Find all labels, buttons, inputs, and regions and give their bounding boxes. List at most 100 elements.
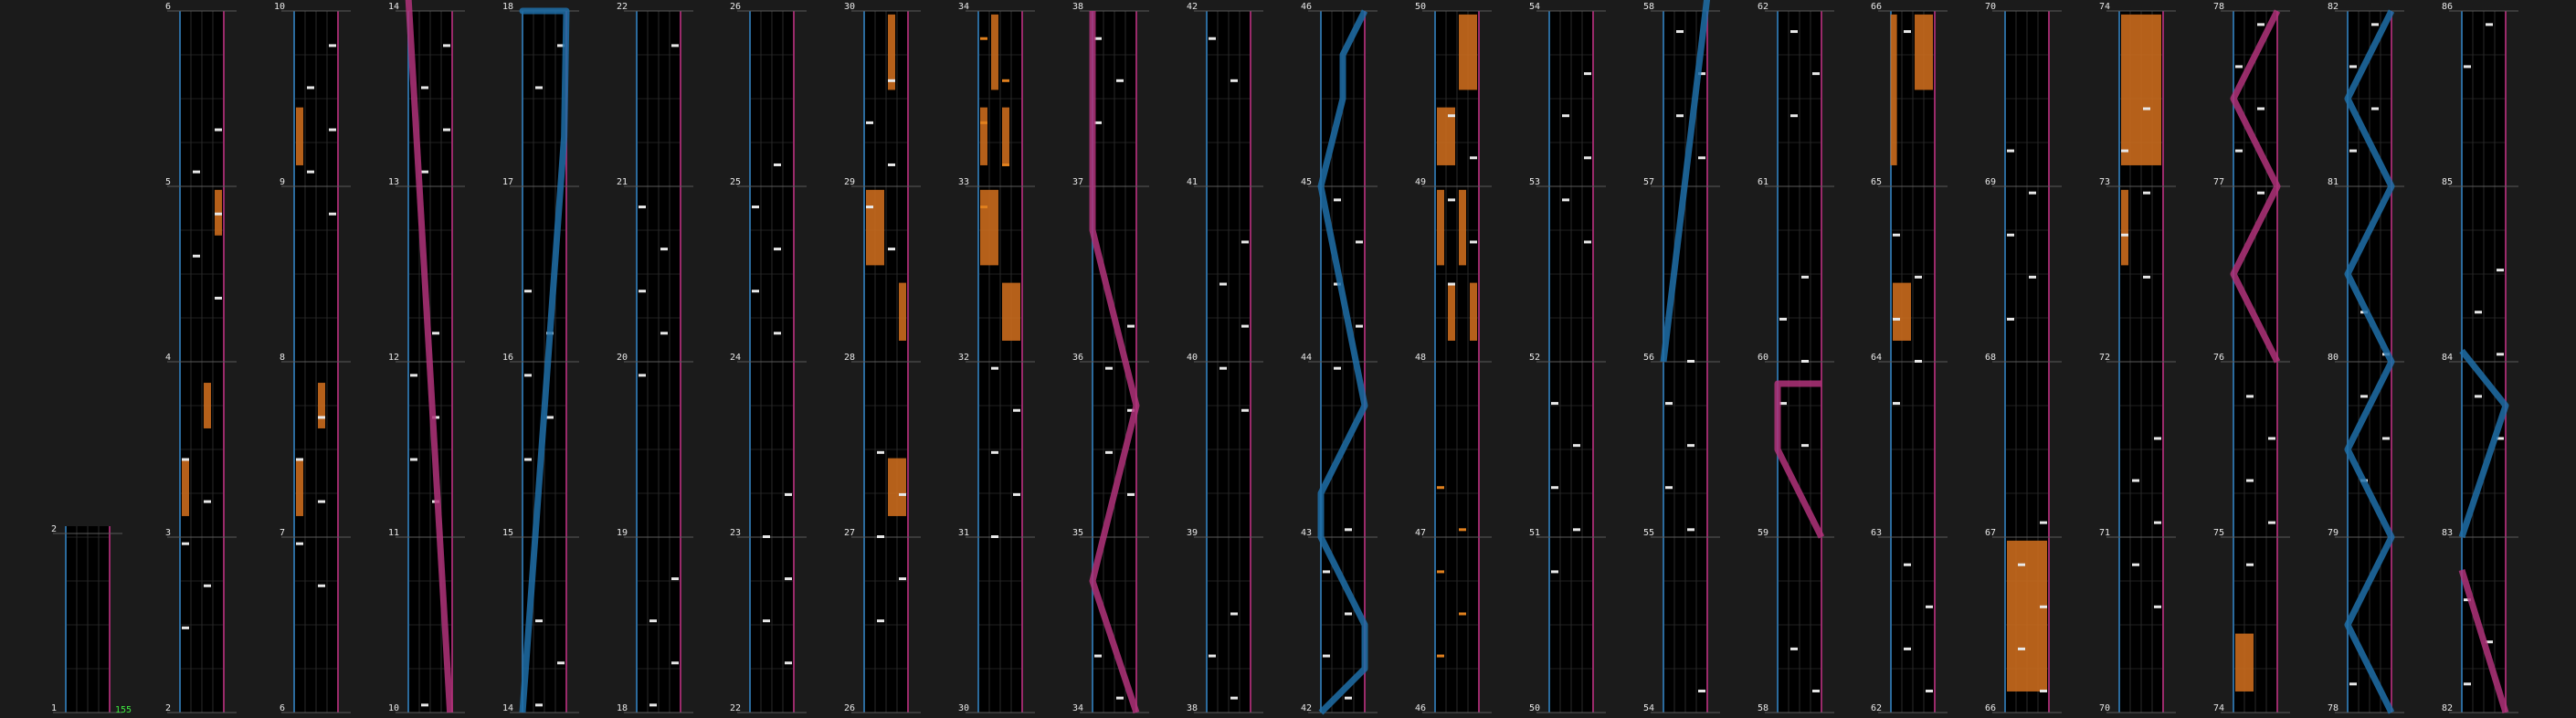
chip-note (1127, 492, 1135, 496)
chip-note (2349, 149, 2357, 153)
chip-note (1345, 696, 1352, 700)
chip-note (899, 577, 906, 581)
chip-note (2257, 191, 2265, 195)
chip-note (877, 535, 884, 538)
chip-note (888, 248, 895, 251)
hold-note (980, 189, 998, 266)
measure-number: 50 (1529, 703, 1540, 713)
chip-note (1116, 696, 1124, 700)
chip-note (2235, 149, 2243, 153)
chip-note (1904, 30, 1911, 34)
chip-note (1779, 317, 1787, 321)
chip-note (1230, 696, 1238, 700)
chip-note (1448, 198, 1455, 202)
hold-note (296, 107, 303, 165)
chip-note (1356, 240, 1363, 244)
chip-note (421, 86, 428, 90)
chip-note (329, 44, 336, 48)
laser-knob (2458, 568, 2509, 714)
measure-number: 62 (1871, 703, 1882, 713)
chip-note (2040, 521, 2047, 524)
chip-note (2143, 275, 2150, 279)
measure-number: 75 (2213, 528, 2224, 538)
measure-number: 24 (730, 353, 741, 363)
chip-note (980, 37, 987, 40)
chip-note (557, 44, 565, 48)
chip-note (1904, 563, 1911, 566)
chip-note (318, 500, 325, 503)
measure-number: 48 (1415, 353, 1426, 363)
hold-note (1470, 282, 1477, 341)
chip-note (1926, 689, 1933, 692)
measure-number: 49 (1415, 177, 1426, 187)
hold-note (888, 458, 906, 516)
measure-number: 20 (617, 353, 628, 363)
hold-note (1437, 189, 1444, 266)
measure-number: 58 (1643, 2, 1654, 12)
measure-number: 74 (2099, 2, 2110, 12)
chip-note (899, 492, 906, 496)
chip-note (1915, 360, 1922, 363)
measure-number: 76 (2213, 353, 2224, 363)
chip-note (193, 170, 200, 174)
chip-note (1459, 612, 1466, 616)
measure-number: 37 (1072, 177, 1083, 187)
chip-note (2007, 149, 2014, 153)
hold-note (1890, 14, 1897, 165)
chip-note (524, 290, 532, 293)
measure-number: 2 (165, 703, 171, 713)
measure-number: 28 (844, 353, 855, 363)
chip-note (318, 584, 325, 587)
hold-note (1002, 282, 1020, 341)
measure-number: 67 (1985, 528, 1996, 538)
chip-note (1345, 528, 1352, 532)
chip-note (2121, 233, 2128, 237)
chip-note (1356, 324, 1363, 328)
chip-note (307, 86, 314, 90)
chip-note (1779, 402, 1787, 406)
measure-number: 22 (617, 2, 628, 12)
chip-note (1323, 654, 1330, 658)
measure-number: 18 (502, 2, 513, 12)
chip-note (866, 121, 873, 124)
chip-note (421, 703, 428, 707)
chip-note (2018, 563, 2025, 566)
chip-note (2349, 682, 2357, 686)
chip-note (1437, 486, 1444, 490)
chip-note (1584, 72, 1591, 76)
chip-note (1013, 408, 1020, 412)
chip-note (1687, 444, 1694, 448)
chip-note (1665, 486, 1673, 490)
chip-note (1893, 233, 1900, 237)
chip-note (2486, 640, 2493, 644)
chip-note (421, 170, 428, 174)
chip-note (888, 79, 895, 82)
chip-note (2464, 682, 2471, 686)
measure-number: 41 (1187, 177, 1198, 187)
chip-note (1241, 324, 1249, 328)
measure-number: 53 (1529, 177, 1540, 187)
chip-note (215, 212, 222, 216)
chip-note (1105, 366, 1113, 370)
chip-note (877, 619, 884, 623)
measure-number: 70 (1985, 2, 1996, 12)
measure-number: 57 (1643, 177, 1654, 187)
chip-note (2246, 395, 2254, 398)
measure-number: 10 (388, 703, 399, 713)
measure-number: 39 (1187, 528, 1198, 538)
chip-note (1323, 570, 1330, 574)
chip-note (2268, 521, 2275, 524)
chip-note (671, 577, 679, 581)
chip-note (785, 661, 792, 665)
chip-note (1334, 366, 1341, 370)
chip-note (182, 458, 189, 461)
chip-note (2497, 353, 2504, 356)
chip-note (2121, 149, 2128, 153)
hold-note (2121, 14, 2161, 165)
measure-number: 25 (730, 177, 741, 187)
